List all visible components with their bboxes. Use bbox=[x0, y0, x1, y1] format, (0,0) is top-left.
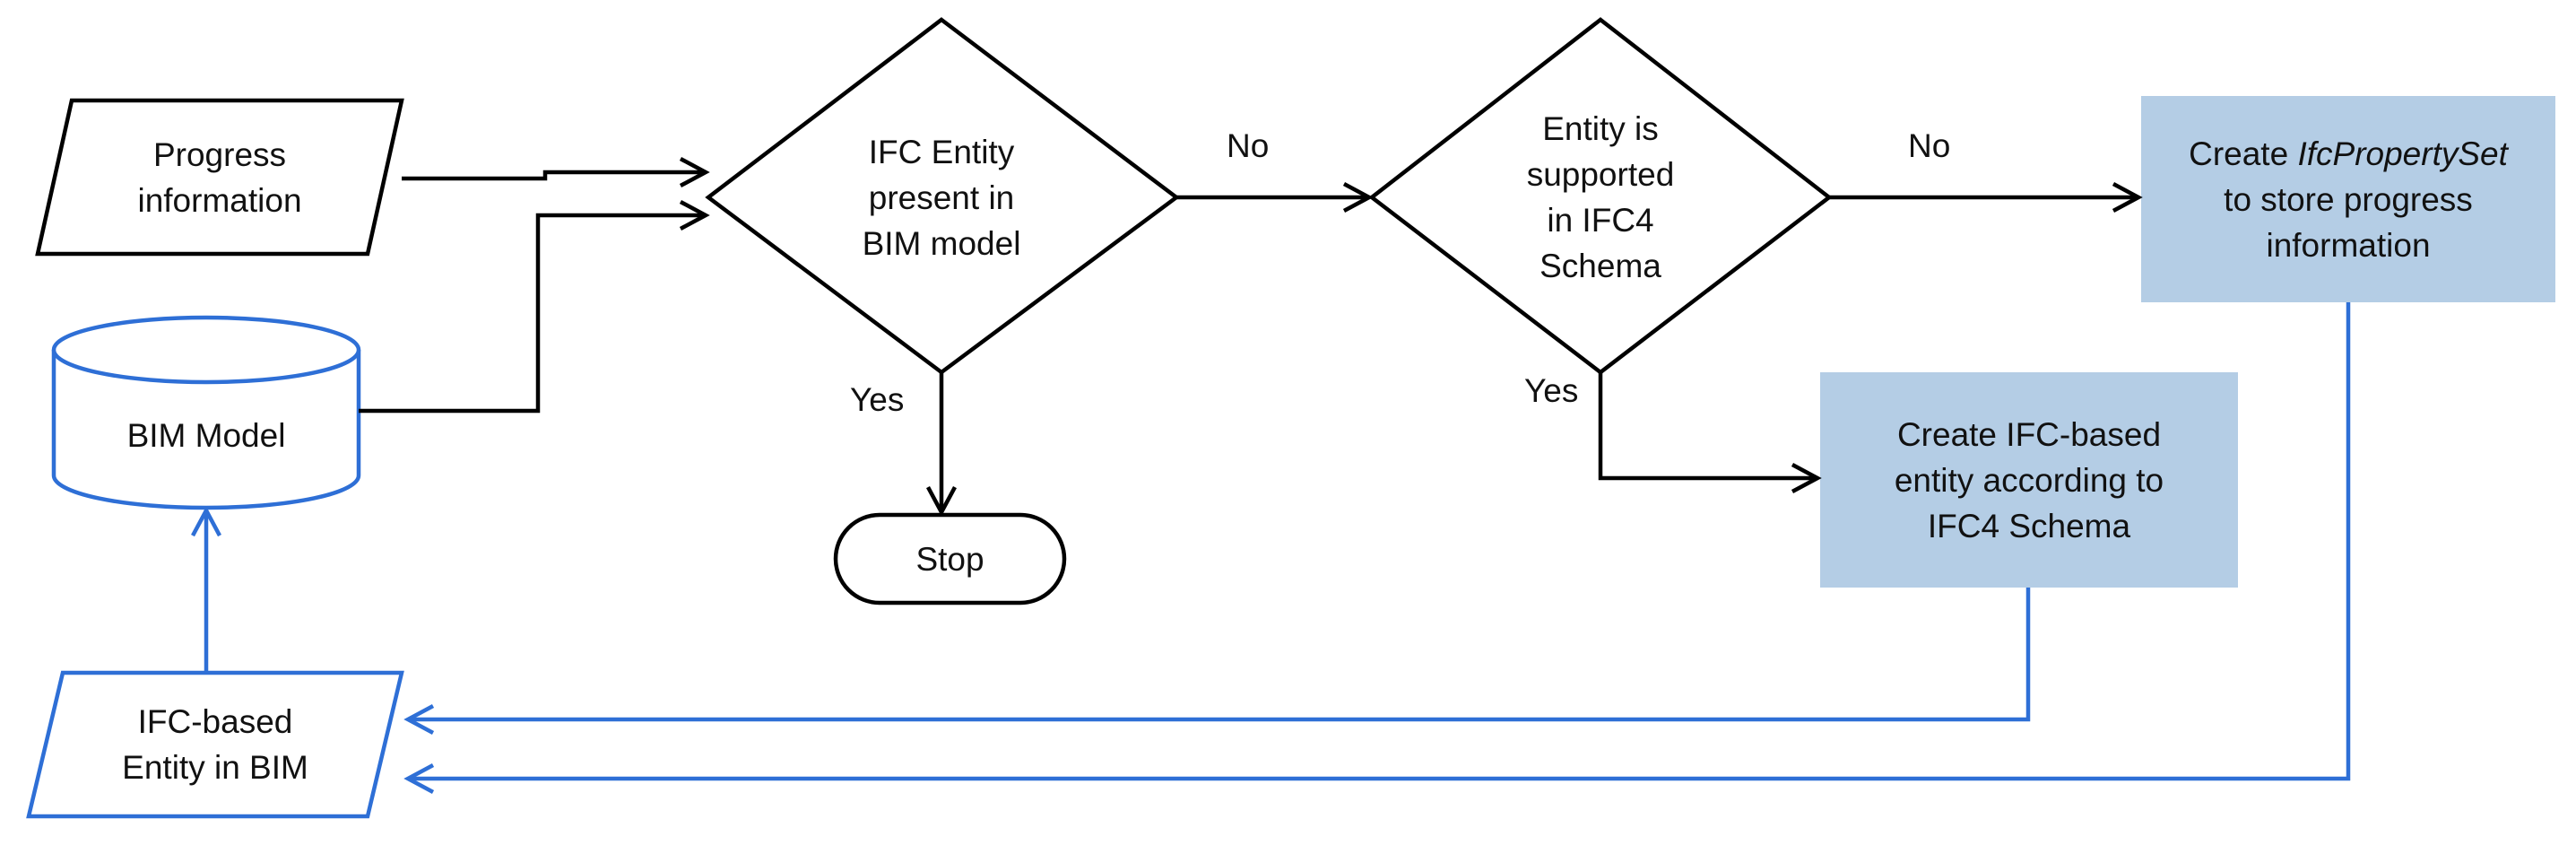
supported-in-ifc4-label: Entity is supported in IFC4 Schema bbox=[1435, 90, 1766, 305]
create-property-set-line2: to store progress bbox=[2224, 180, 2473, 218]
edge-label-supported-no: No bbox=[1908, 127, 1951, 164]
create-property-set-prefix: Create bbox=[2189, 135, 2298, 172]
edge-supported-yes bbox=[1598, 372, 1822, 493]
ifc-entity-present-line1: IFC Entity bbox=[868, 133, 1015, 170]
edge-label-present-yes: Yes bbox=[850, 381, 905, 418]
progress-information-line1: Progress bbox=[152, 135, 287, 173]
create-property-set-line1: Create IfcPropertySet bbox=[2189, 131, 2508, 177]
create-property-set-line3: information bbox=[2266, 226, 2431, 264]
create-ifc-entity-line1: Create IFC-based bbox=[1896, 415, 2162, 453]
supported-line1: Entity is bbox=[1542, 110, 1659, 147]
create-ifc-entity-line3: IFC4 Schema bbox=[1927, 507, 2131, 544]
ifc-based-entity-node bbox=[26, 670, 404, 819]
progress-information-node bbox=[35, 98, 404, 257]
ifc-based-entity-label: IFC-based Entity in BIM bbox=[29, 673, 402, 816]
edge-create-entity-to-ifc-entity bbox=[403, 588, 2031, 735]
progress-information-label: Progress information bbox=[38, 100, 402, 254]
supported-line2: supported bbox=[1526, 156, 1675, 193]
create-property-set-node bbox=[2141, 96, 2555, 302]
stop-label: Stop bbox=[836, 515, 1064, 603]
edge-label-present-no: No bbox=[1227, 127, 1270, 164]
bim-model-node bbox=[51, 315, 361, 510]
create-ifc-entity-line2: entity according to bbox=[1894, 461, 2164, 499]
supported-line3: in IFC4 bbox=[1547, 202, 1654, 239]
edge-property-set-to-ifc-entity bbox=[403, 302, 2351, 794]
edge-bim-to-decision bbox=[359, 200, 710, 414]
create-ifc-entity-node bbox=[1820, 372, 2238, 588]
progress-information-line2: information bbox=[137, 181, 302, 219]
create-ifc-entity-label: Create IFC-based entity according to IFC… bbox=[1820, 372, 2238, 588]
edge-progress-to-decision bbox=[402, 157, 710, 187]
ifc-based-entity-line1: IFC-based bbox=[137, 703, 293, 740]
ifc-based-entity-line2: Entity in BIM bbox=[122, 749, 308, 786]
bim-model-line1: BIM Model bbox=[126, 416, 286, 454]
create-property-set-italic-name: IfcPropertySet bbox=[2297, 135, 2508, 172]
edge-label-supported-yes: Yes bbox=[1524, 372, 1579, 409]
ifc-entity-present-label: IFC Entity present in BIM model bbox=[771, 108, 1112, 287]
create-property-set-label: Create IfcPropertySet to store progress … bbox=[2141, 96, 2555, 302]
supported-line4: Schema bbox=[1540, 248, 1661, 284]
ifc-entity-present-line2: present in bbox=[868, 179, 1015, 216]
ifc-entity-present-line3: BIM model bbox=[862, 224, 1021, 262]
bim-model-label: BIM Model bbox=[54, 395, 359, 475]
stop-line1: Stop bbox=[915, 540, 984, 578]
